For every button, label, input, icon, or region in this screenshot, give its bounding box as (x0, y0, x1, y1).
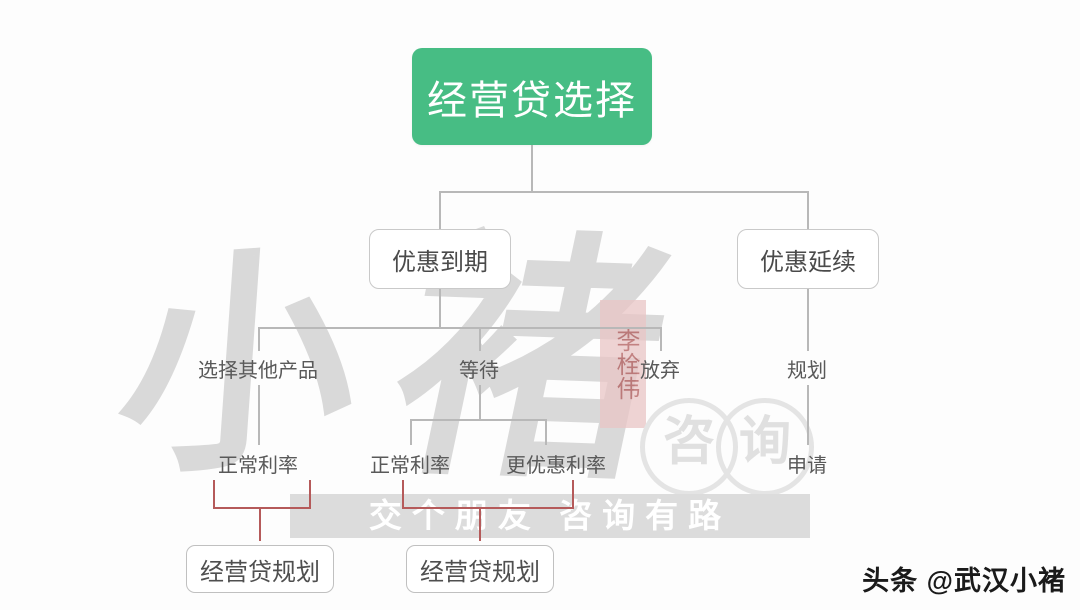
red-connector-1-stem (259, 507, 261, 541)
red-connector-2-bus (402, 507, 574, 509)
red-connector-1-right-arm (309, 480, 311, 509)
node-better-rate[interactable]: 更优惠利率 (506, 454, 606, 477)
red-connector-2-left-arm (402, 480, 404, 509)
connector-level3-drop-wait (479, 327, 481, 351)
node-wait[interactable]: 等待 (459, 359, 499, 382)
connector-expired-stem (439, 289, 441, 328)
node-business-loan-plan-left[interactable]: 经营贷规划 (186, 545, 334, 593)
node-root[interactable]: 经营贷选择 (412, 48, 652, 145)
connector-level2-drop-right (807, 191, 809, 229)
node-plan[interactable]: 规划 (787, 359, 827, 382)
node-normal-rate-mid[interactable]: 正常利率 (370, 454, 450, 477)
node-choose-other-product[interactable]: 选择其他产品 (198, 359, 318, 382)
node-business-loan-plan-right[interactable]: 经营贷规划 (406, 545, 554, 593)
connector-other-to-rate (258, 385, 260, 445)
connector-wait-bus (410, 419, 546, 421)
red-connector-1-left-arm (213, 480, 215, 509)
connector-plan-to-apply (807, 385, 809, 445)
connector-root-stem (531, 145, 533, 192)
connector-extended-stem (807, 289, 809, 351)
node-give-up[interactable]: 放弃 (640, 359, 680, 382)
connector-level3-drop-giveup (660, 327, 662, 351)
author-signature: 头条 @武汉小褚 (862, 566, 1066, 596)
connector-level3-bus (258, 327, 661, 329)
red-connector-1-bus (213, 507, 311, 509)
node-discount-extended[interactable]: 优惠延续 (737, 229, 879, 289)
connector-wait-drop-left (410, 419, 412, 445)
connector-wait-stem (479, 385, 481, 420)
red-connector-2-stem (479, 507, 481, 541)
node-apply[interactable]: 申请 (787, 454, 827, 477)
node-discount-expired[interactable]: 优惠到期 (369, 229, 511, 289)
connector-level2-drop-left (439, 191, 441, 229)
red-connector-2-right-arm (572, 480, 574, 509)
connector-wait-drop-right (545, 419, 547, 445)
connector-level2-bus (439, 191, 809, 193)
connector-level3-drop-other (258, 327, 260, 351)
node-normal-rate-left[interactable]: 正常利率 (218, 454, 298, 477)
